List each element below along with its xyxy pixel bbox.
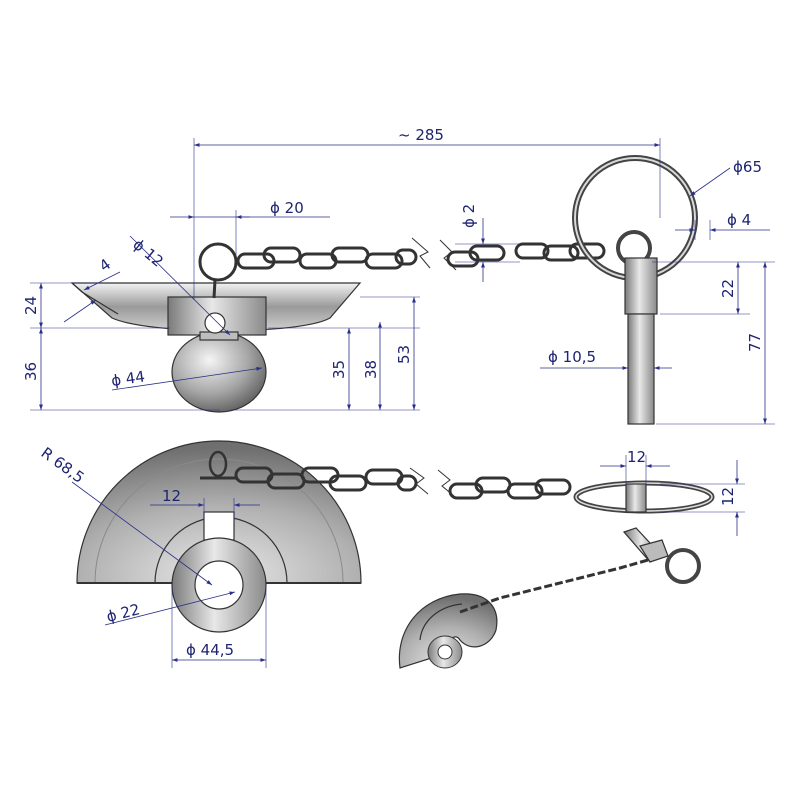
label-h-24: 24 — [22, 296, 40, 315]
label-slot-12: 12 — [162, 487, 181, 505]
pin-side-view — [572, 155, 698, 425]
label-radius: R 68,5 — [38, 444, 88, 487]
label-overall-length: ~ 285 — [398, 126, 444, 144]
assembly-3d-view — [398, 527, 701, 669]
pin-top-view — [573, 480, 715, 514]
label-ring-dia: ϕ65 — [733, 158, 762, 176]
dimension-lines — [30, 138, 775, 668]
label-outer-dia: ϕ 44,5 — [186, 641, 234, 659]
cap-top-view — [76, 440, 362, 633]
label-h-38: 38 — [362, 360, 380, 379]
label-h-53: 53 — [395, 345, 413, 364]
label-h-36: 36 — [22, 362, 40, 381]
label-shaft-dia: ϕ 10,5 — [548, 348, 596, 366]
label-pin-dia: ϕ 4 — [727, 211, 751, 229]
cap-side-view — [70, 242, 362, 413]
label-cap-22: 22 — [719, 279, 737, 298]
chain-bottom — [234, 466, 572, 500]
label-clip-w: 12 — [627, 448, 646, 466]
label-h-35: 35 — [330, 360, 348, 379]
label-wire-dia: ϕ 2 — [460, 204, 478, 228]
label-clip-h: 12 — [719, 487, 737, 506]
chain-top — [236, 237, 606, 271]
label-pin-top: ϕ 20 — [270, 199, 304, 217]
label-pin-len: 77 — [746, 333, 764, 352]
label-bore-dia: ϕ 22 — [105, 600, 142, 626]
label-ball-dia: ϕ 44 — [110, 367, 146, 390]
label-rim-4: 4 — [96, 255, 114, 275]
